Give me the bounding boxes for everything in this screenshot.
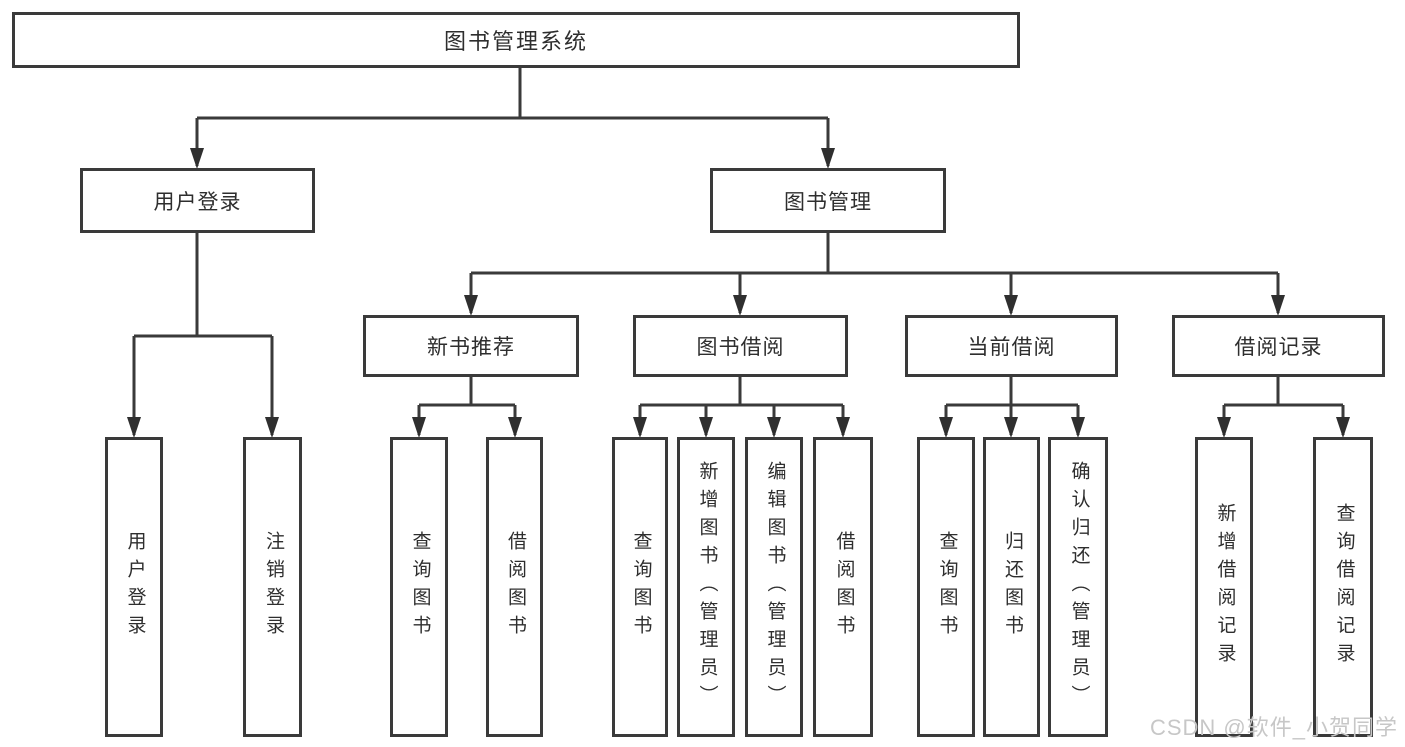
down-arrowhead-icon xyxy=(1004,417,1018,438)
leaf-confirm-return-admin: 确认归还（管理员） xyxy=(1048,437,1108,737)
leaf-add-books-admin-label: 新增图书（管理员） xyxy=(696,461,718,713)
down-arrowhead-icon xyxy=(1336,417,1350,438)
node-borrow-records-label: 借阅记录 xyxy=(1234,336,1323,359)
node-root-label: 图书管理系统 xyxy=(443,29,588,54)
node-book-borrowing-label: 图书借阅 xyxy=(696,336,785,359)
csdn-watermark: CSDN @软件_小贺同学 xyxy=(1149,715,1398,740)
node-borrow-records: 借阅记录 xyxy=(1172,315,1385,377)
leaf-borrowing-borrow-books-label: 借阅图书 xyxy=(833,531,855,643)
leaf-logout: 注销登录 xyxy=(243,437,302,737)
down-arrowhead-icon xyxy=(265,417,279,438)
leaf-confirm-return-admin-label: 确认归还（管理员） xyxy=(1068,461,1090,713)
down-arrowhead-icon xyxy=(836,417,850,438)
down-arrowhead-icon xyxy=(1071,417,1085,438)
node-new-book-recommend: 新书推荐 xyxy=(363,315,579,377)
down-arrowhead-icon xyxy=(464,295,478,316)
node-book-management: 图书管理 xyxy=(710,168,946,233)
node-user-login: 用户登录 xyxy=(80,168,315,233)
leaf-add-borrow-record: 新增借阅记录 xyxy=(1195,437,1253,737)
leaf-edit-books-admin: 编辑图书（管理员） xyxy=(745,437,803,737)
leaf-add-books-admin: 新增图书（管理员） xyxy=(677,437,735,737)
down-arrowhead-icon xyxy=(1217,417,1231,438)
connector-path xyxy=(132,68,1345,435)
leaf-return-books-label: 归还图书 xyxy=(1001,531,1023,643)
leaf-newbook-query-books-label: 查询图书 xyxy=(409,531,431,643)
down-arrowhead-icon xyxy=(127,417,141,438)
leaf-newbook-query-books: 查询图书 xyxy=(390,437,448,737)
down-arrowhead-icon xyxy=(633,417,647,438)
leaf-current-query-books-label: 查询图书 xyxy=(936,531,958,643)
leaf-borrowing-query-books-label: 查询图书 xyxy=(630,531,652,643)
leaf-edit-books-admin-label: 编辑图书（管理员） xyxy=(764,461,786,713)
leaf-user-login-label: 用户登录 xyxy=(124,531,146,643)
leaf-borrowing-borrow-books: 借阅图书 xyxy=(813,437,873,737)
leaf-user-login: 用户登录 xyxy=(105,437,163,737)
down-arrowhead-icon xyxy=(412,417,426,438)
down-arrowhead-icon xyxy=(508,417,522,438)
leaf-newbook-borrow-books: 借阅图书 xyxy=(486,437,543,737)
down-arrowhead-icon xyxy=(190,148,204,169)
down-arrowhead-icon xyxy=(1004,295,1018,316)
leaf-current-query-books: 查询图书 xyxy=(917,437,975,737)
node-root: 图书管理系统 xyxy=(12,12,1020,68)
down-arrowhead-icon xyxy=(733,295,747,316)
node-book-management-label: 图书管理 xyxy=(784,190,872,214)
leaf-return-books: 归还图书 xyxy=(983,437,1040,737)
leaf-newbook-borrow-books-label: 借阅图书 xyxy=(504,531,526,643)
node-user-login-label: 用户登录 xyxy=(153,190,242,214)
leaf-query-borrow-record: 查询借阅记录 xyxy=(1313,437,1373,737)
node-new-book-recommend-label: 新书推荐 xyxy=(427,336,515,359)
leaf-query-borrow-record-label: 查询借阅记录 xyxy=(1333,503,1355,671)
down-arrowhead-icon xyxy=(821,148,835,169)
down-arrowhead-icon xyxy=(767,417,781,438)
node-book-borrowing: 图书借阅 xyxy=(633,315,848,377)
down-arrowhead-icon xyxy=(1271,295,1285,316)
node-current-borrowing-label: 当前借阅 xyxy=(967,336,1056,359)
leaf-borrowing-query-books: 查询图书 xyxy=(612,437,668,737)
leaf-logout-label: 注销登录 xyxy=(262,531,284,643)
leaf-add-borrow-record-label: 新增借阅记录 xyxy=(1214,503,1236,671)
down-arrowhead-icon xyxy=(939,417,953,438)
down-arrowhead-icon xyxy=(699,417,713,438)
node-current-borrowing: 当前借阅 xyxy=(905,315,1118,377)
